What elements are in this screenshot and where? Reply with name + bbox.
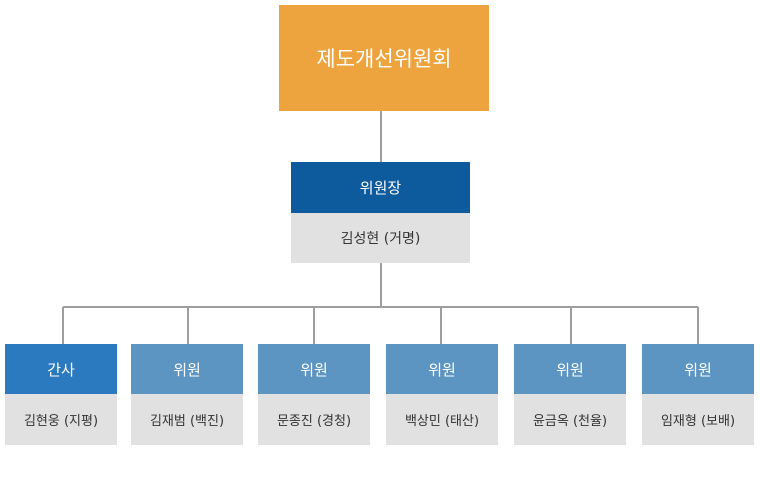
member-role-label: 위원 xyxy=(514,344,626,394)
chair-node: 위원장 김성현 (거명) xyxy=(291,162,470,263)
member-role-label: 위원 xyxy=(642,344,754,394)
committee-box: 제도개선위원회 xyxy=(279,5,489,111)
member-node: 위원 백상민 (태산) xyxy=(386,344,498,445)
member-role-label: 위원 xyxy=(386,344,498,394)
member-node: 위원 임재형 (보배) xyxy=(642,344,754,445)
member-node: 위원 윤금옥 (천율) xyxy=(514,344,626,445)
member-name-label: 윤금옥 (천율) xyxy=(514,394,626,445)
committee-title: 제도개선위원회 xyxy=(316,47,452,71)
member-role-label: 위원 xyxy=(131,344,243,394)
member-node-secretary: 간사 김현웅 (지평) xyxy=(5,344,117,445)
member-name-label: 백상민 (태산) xyxy=(386,394,498,445)
chair-role-label: 위원장 xyxy=(291,162,470,213)
member-node: 위원 문종진 (경청) xyxy=(258,344,370,445)
member-name-label: 임재형 (보배) xyxy=(642,394,754,445)
member-role-label: 위원 xyxy=(258,344,370,394)
member-name-label: 김재범 (백진) xyxy=(131,394,243,445)
member-name-label: 문종진 (경청) xyxy=(258,394,370,445)
chair-name-label: 김성현 (거명) xyxy=(291,213,470,263)
member-role-label: 간사 xyxy=(5,344,117,394)
member-node: 위원 김재범 (백진) xyxy=(131,344,243,445)
member-name-label: 김현웅 (지평) xyxy=(5,394,117,445)
